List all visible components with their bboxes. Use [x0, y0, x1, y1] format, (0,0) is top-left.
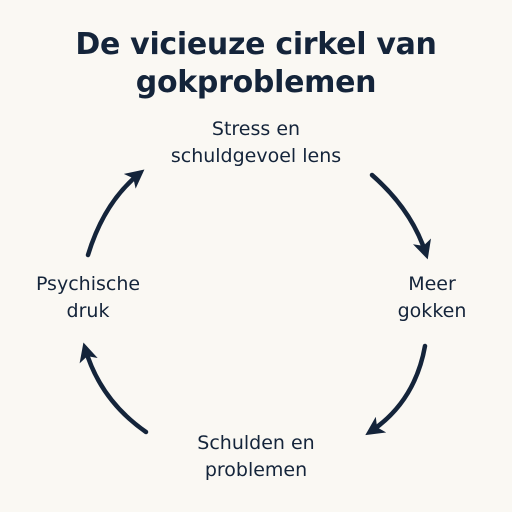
node-schulden-line-1: Schulden en — [197, 432, 315, 454]
arrow-left-to-top — [85, 169, 145, 258]
node-stress: Stress en schuldgevoel lens — [146, 116, 366, 170]
node-schulden-line-2: problemen — [204, 459, 308, 481]
arrow-right-to-bottom — [365, 343, 428, 436]
node-psychische-druk-line-2: druk — [66, 300, 110, 322]
arrow-bottom-to-left — [79, 342, 149, 435]
node-psychische-druk: Psychische druk — [18, 271, 158, 325]
node-psychische-druk-line-1: Psychische — [35, 273, 141, 295]
node-schulden: Schulden en problemen — [156, 430, 356, 484]
arrow-top-to-right — [369, 172, 431, 260]
node-meer-gokken-line-2: gokken — [397, 300, 467, 322]
node-stress-line-2: schuldgevoel lens — [170, 145, 342, 167]
title-line-1: De vicieuze cirkel van — [75, 27, 437, 62]
node-meer-gokken: Meer gokken — [372, 271, 492, 325]
node-meer-gokken-line-1: Meer — [408, 273, 456, 295]
title-line-2: gokproblemen — [135, 65, 377, 100]
node-stress-line-1: Stress en — [211, 118, 301, 140]
diagram-title: De vicieuze cirkel van gokproblemen — [0, 26, 512, 102]
